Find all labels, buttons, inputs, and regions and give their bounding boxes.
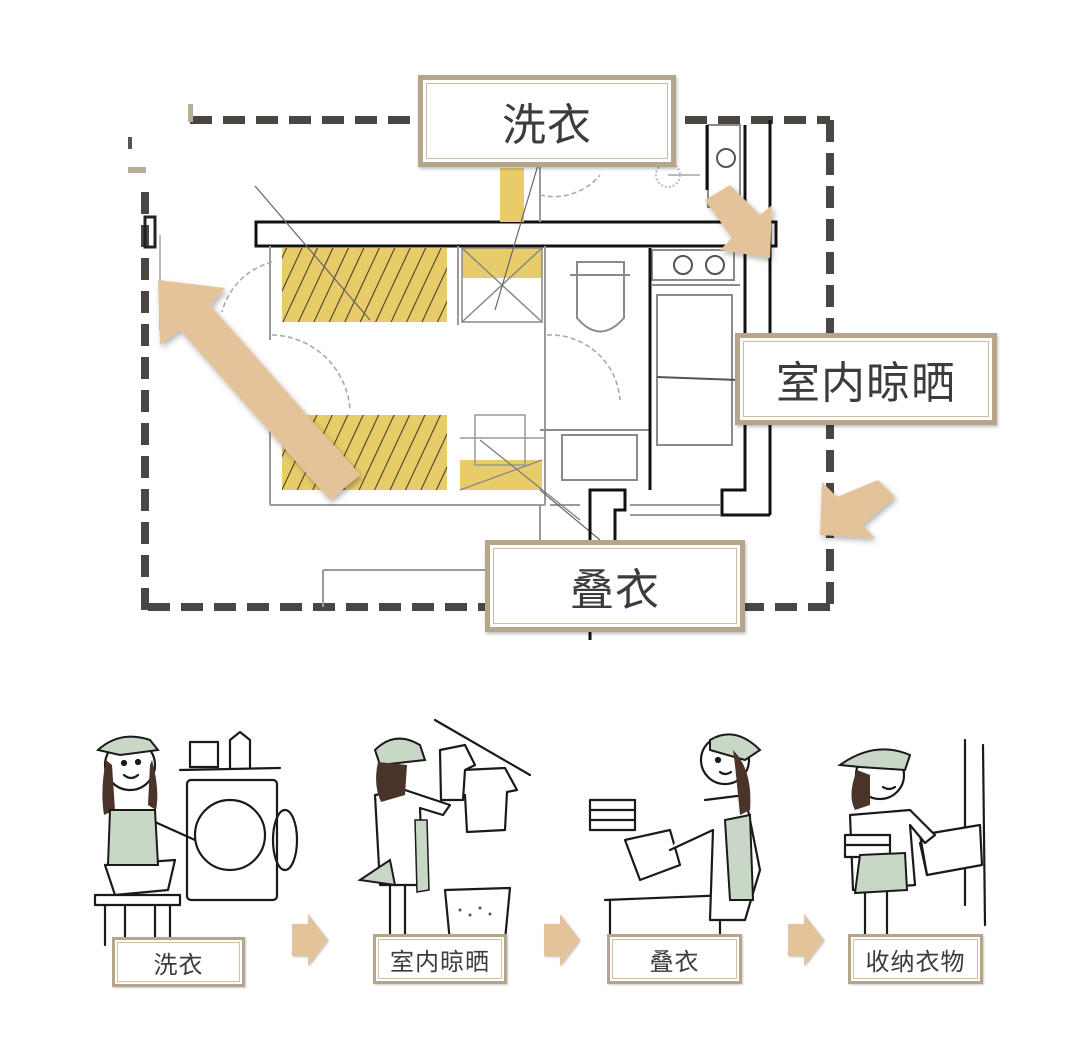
step-arrow-2 bbox=[544, 914, 580, 966]
flow-arrow-left-up bbox=[158, 280, 360, 500]
step-label-wash-text: 洗衣 bbox=[153, 950, 204, 979]
plan-label-indoor-dry-text: 室内晾晒 bbox=[776, 358, 956, 409]
step-label-indoor-dry: 室内晾晒 bbox=[373, 934, 507, 984]
plan-label-fold-text: 叠衣 bbox=[570, 565, 660, 616]
cabinet-upper-right bbox=[462, 248, 542, 278]
plan-label-indoor-dry: 室内晾晒 bbox=[735, 333, 997, 425]
step-label-wash: 洗衣 bbox=[112, 937, 245, 987]
door-swings bbox=[221, 174, 621, 411]
cabinet-stub bbox=[500, 168, 524, 222]
plan-thin-lines bbox=[269, 120, 720, 607]
scene-folding bbox=[588, 733, 762, 947]
step-label-indoor-dry-text: 室内晾晒 bbox=[390, 947, 490, 976]
step-label-fold: 叠衣 bbox=[607, 934, 742, 984]
plan-label-wash-text: 洗衣 bbox=[502, 100, 592, 151]
floor-plan bbox=[128, 104, 895, 640]
plan-label-wash: 洗衣 bbox=[418, 75, 676, 167]
bathroom-fixtures bbox=[540, 124, 741, 481]
scene-storing bbox=[837, 738, 987, 947]
flow-arrow-bottom-right bbox=[820, 480, 895, 538]
scene-hanging bbox=[357, 718, 532, 944]
step-arrow-3 bbox=[788, 914, 824, 966]
step-label-store: 收纳衣物 bbox=[848, 934, 983, 984]
step-label-fold-text: 叠衣 bbox=[649, 947, 700, 976]
step-arrow-1 bbox=[292, 914, 328, 966]
flow-arrow-top-right bbox=[705, 185, 772, 258]
plan-label-fold: 叠衣 bbox=[485, 540, 745, 632]
wall-horizontal bbox=[254, 220, 778, 248]
step-label-store-text: 收纳衣物 bbox=[865, 947, 966, 976]
scene-washing bbox=[93, 730, 299, 947]
